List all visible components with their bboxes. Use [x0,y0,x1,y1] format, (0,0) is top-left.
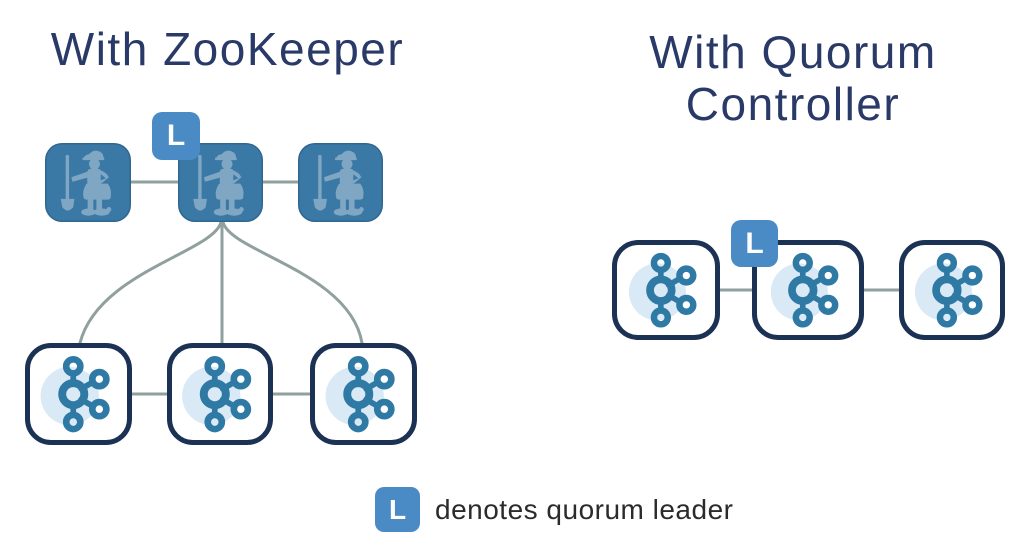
zookeeper-icon [312,150,364,216]
kafka-icon [628,247,713,333]
leader-badge: L [152,112,200,160]
legend-text: denotes quorum leader [435,493,734,525]
quorum-broker-3 [899,240,1005,340]
legend: L denotes quorum leader [375,487,733,532]
quorum-broker-2-leader [752,240,864,340]
leader-badge: L [731,220,778,267]
right-panel-title: With Quorum Controller [649,26,937,130]
kafka-icon [914,247,998,333]
kafka-icon [182,350,266,438]
kafka-broker-1 [25,343,132,445]
leader-badge-legend: L [375,487,420,532]
kafka-icon [770,247,857,333]
kafka-broker-3 [310,343,417,445]
kafka-broker-2 [167,343,273,445]
quorum-broker-1 [612,240,720,340]
kafka-icon [325,350,410,438]
zk-to-broker-1 [78,220,223,345]
zookeeper-node-3 [298,143,383,222]
kafka-icon [40,350,125,438]
left-panel-title: With ZooKeeper [50,23,405,75]
zk-to-broker-3 [221,220,364,345]
zookeeper-node-1 [45,143,131,222]
zookeeper-icon [60,150,111,216]
